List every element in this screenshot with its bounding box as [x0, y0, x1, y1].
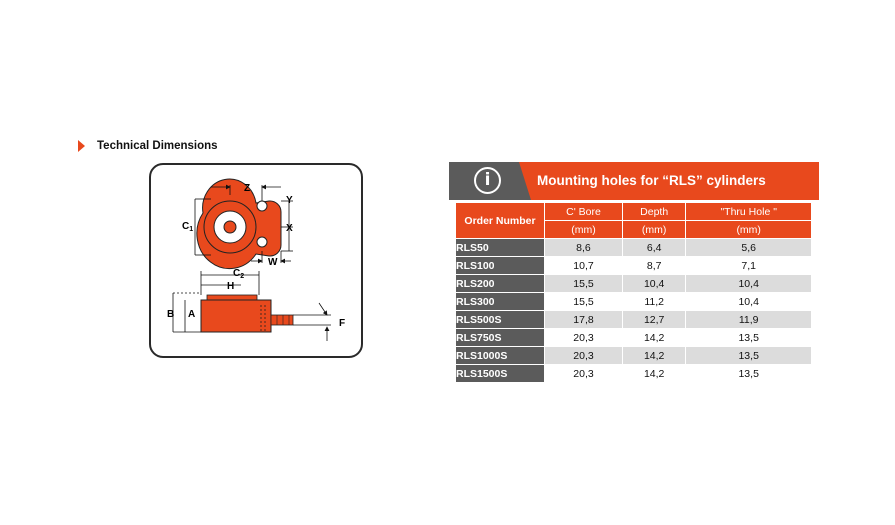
label-w: W	[268, 257, 278, 268]
table-row: RLS750S 20,3 14,2 13,5	[455, 328, 812, 347]
unit-depth: (mm)	[621, 220, 687, 239]
label-b: B	[167, 309, 174, 320]
header-depth: Depth	[621, 202, 687, 221]
table-row: RLS300 15,5 11,2 10,4	[455, 292, 812, 311]
label-h: H	[227, 281, 234, 292]
dimensions-diagram: Z C1 Y X W C2 H B	[149, 163, 363, 358]
cbore-cell: 15,5	[544, 292, 623, 311]
table-row: RLS100 10,7 8,7 7,1	[455, 256, 812, 275]
depth-cell: 14,2	[621, 364, 687, 383]
info-block: i	[449, 162, 531, 200]
label-a: A	[188, 309, 195, 320]
label-f: F	[339, 318, 345, 329]
thru-cell: 5,6	[685, 238, 812, 257]
model-cell: RLS500S	[455, 310, 545, 329]
depth-cell: 14,2	[621, 346, 687, 365]
piston-center	[223, 220, 237, 234]
label-z: Z	[244, 183, 250, 194]
depth-cell: 6,4	[621, 238, 687, 257]
section-heading: Technical Dimensions	[78, 137, 218, 155]
cbore-cell: 15,5	[544, 274, 623, 293]
cbore-cell: 20,3	[544, 328, 623, 347]
model-cell: RLS50	[455, 238, 545, 257]
header-cbore: C' Bore	[544, 202, 623, 221]
label-x: X	[286, 223, 293, 234]
table-row: RLS1500S 20,3 14,2 13,5	[455, 364, 812, 383]
header-order-number: Order Number	[455, 202, 545, 239]
thru-cell: 13,5	[685, 328, 812, 347]
depth-cell: 10,4	[621, 274, 687, 293]
mount-hole-top	[256, 200, 268, 212]
unit-thru: (mm)	[685, 220, 812, 239]
table-row: RLS200 15,5 10,4 10,4	[455, 274, 812, 293]
unit-cbore: (mm)	[544, 220, 623, 239]
label-c2: C2	[233, 268, 244, 280]
mounting-holes-table-panel: i Mounting holes for “RLS” cylinders Ord…	[449, 162, 821, 389]
table-row: RLS1000S 20,3 14,2 13,5	[455, 346, 812, 365]
cbore-cell: 20,3	[544, 364, 623, 383]
piston-top	[206, 294, 258, 301]
cbore-cell: 20,3	[544, 346, 623, 365]
title-banner: Mounting holes for “RLS” cylinders	[519, 162, 819, 200]
model-cell: RLS750S	[455, 328, 545, 347]
cbore-cell: 8,6	[544, 238, 623, 257]
cbore-cell: 10,7	[544, 256, 623, 275]
table-header-bar: i Mounting holes for “RLS” cylinders	[449, 162, 819, 200]
table-row: RLS500S 17,8 12,7 11,9	[455, 310, 812, 329]
thru-cell: 7,1	[685, 256, 812, 275]
bullet-arrow-icon	[78, 140, 85, 152]
model-cell: RLS200	[455, 274, 545, 293]
thru-cell: 11,9	[685, 310, 812, 329]
model-cell: RLS300	[455, 292, 545, 311]
table-title: Mounting holes for “RLS” cylinders	[537, 173, 766, 188]
thru-cell: 10,4	[685, 292, 812, 311]
depth-cell: 12,7	[621, 310, 687, 329]
label-y: Y	[286, 195, 293, 206]
cbore-cell: 17,8	[544, 310, 623, 329]
depth-cell: 14,2	[621, 328, 687, 347]
label-c1: C1	[182, 221, 193, 233]
thru-cell: 13,5	[685, 346, 812, 365]
model-cell: RLS100	[455, 256, 545, 275]
mounting-holes-table: Order Number C' Bore Depth "Thru Hole " …	[455, 202, 812, 383]
header-thru-hole: "Thru Hole "	[685, 202, 812, 221]
coupler	[270, 314, 294, 326]
info-icon: i	[474, 167, 501, 194]
depth-cell: 8,7	[621, 256, 687, 275]
section-title: Technical Dimensions	[97, 140, 218, 152]
thru-cell: 10,4	[685, 274, 812, 293]
table-row: RLS50 8,6 6,4 5,6	[455, 238, 812, 257]
mount-hole-bottom	[256, 236, 268, 248]
cylinder-body-side	[200, 299, 272, 333]
depth-cell: 11,2	[621, 292, 687, 311]
model-cell: RLS1000S	[455, 346, 545, 365]
cylinder-drawing: Z C1 Y X W C2 H B	[167, 178, 345, 341]
thru-cell: 13,5	[685, 364, 812, 383]
model-cell: RLS1500S	[455, 364, 545, 383]
